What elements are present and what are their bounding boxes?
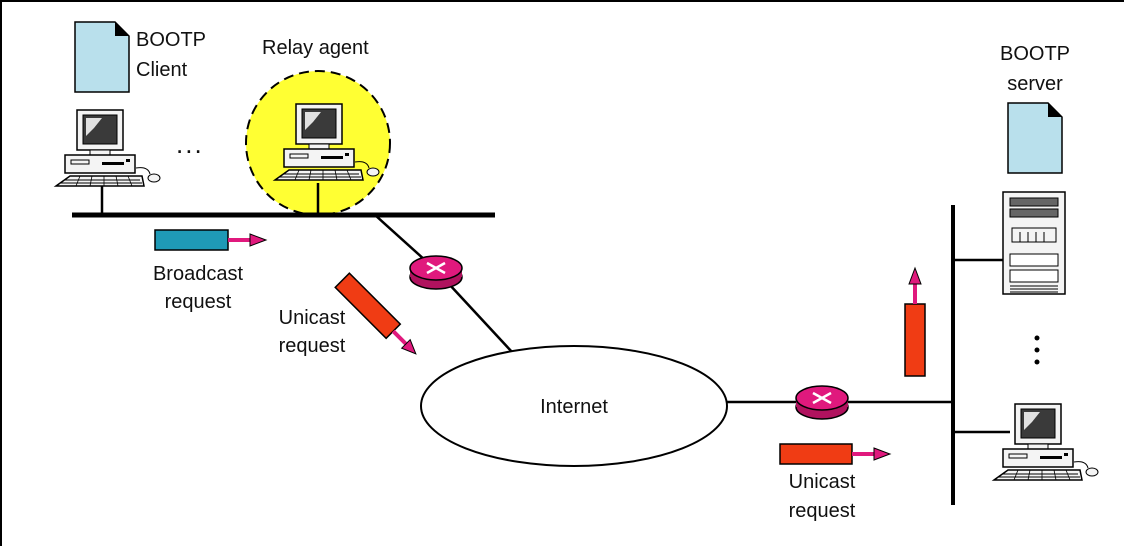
client-computer-icon [55,109,161,187]
broadcast-request-line2: request [164,291,232,313]
broadcast-packet-icon [154,229,268,251]
client-label-line2: Client [136,59,188,81]
server-label-line2: server [1007,73,1063,95]
client-label-line1: BOOTP [136,29,207,51]
frame-border-top [0,0,1124,2]
internet-label: Internet [540,396,608,418]
vertical-ellipsis [1034,335,1040,365]
server-host-computer-icon [993,403,1099,481]
internet-cloud [420,345,728,467]
unicast-server-line2: request [788,500,856,522]
unicast-packet-upward-icon [904,266,926,377]
unicast-packet-relay-icon [334,272,417,355]
unicast-packet-server-icon [779,443,892,465]
unicast-relay-line2: request [278,335,346,357]
broadcast-request-line1: Broadcast [152,263,244,285]
router-left-icon [408,254,464,291]
server-tower-icon [1002,191,1066,295]
server-label-line1: BOOTP [999,43,1070,65]
frame-border-left [0,0,2,546]
router-right-icon [794,384,850,421]
relay-agent-label: Relay agent [262,37,369,59]
client-document-icon [74,21,130,93]
unicast-relay-line1: Unicast [278,307,346,329]
client-ellipsis: ... [176,129,204,159]
unicast-server-line1: Unicast [788,471,856,493]
server-document-icon [1007,102,1063,174]
